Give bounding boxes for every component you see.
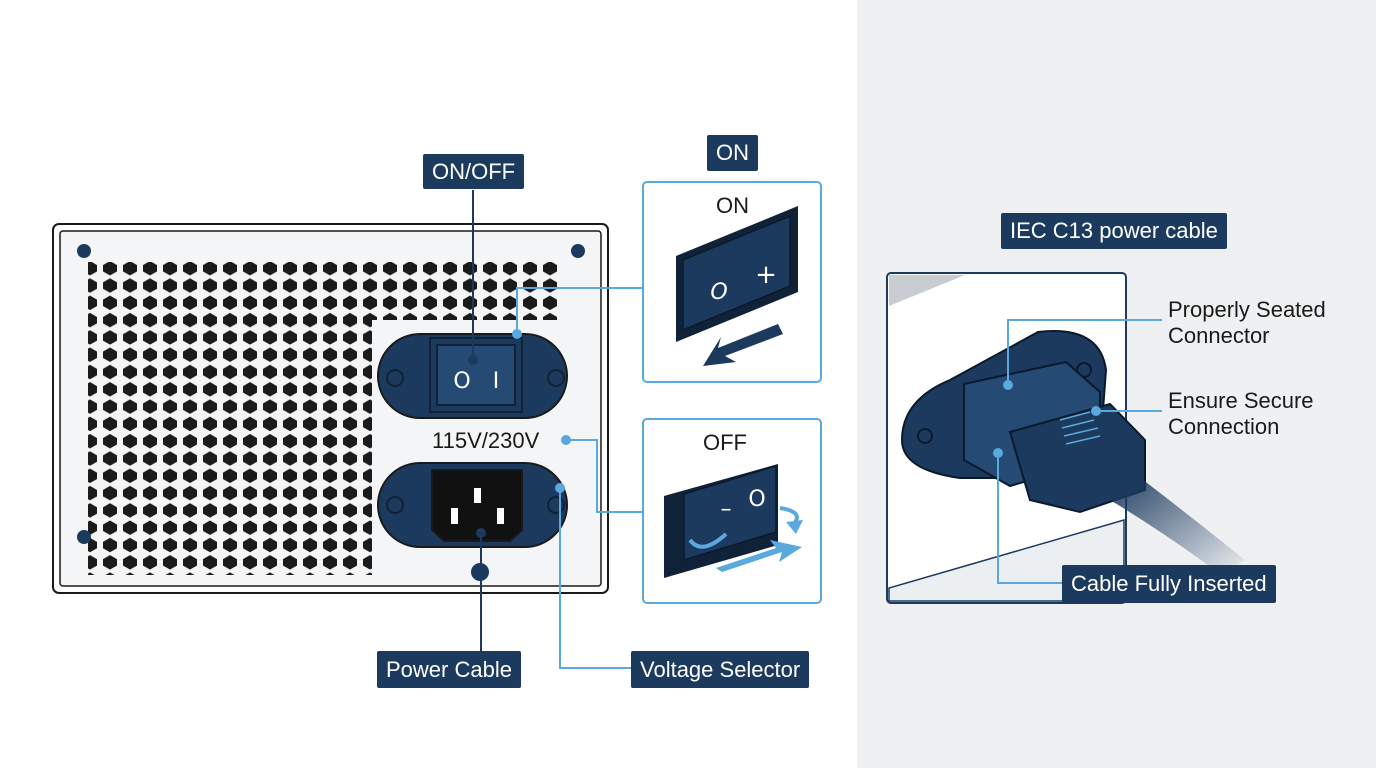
secure-label-line2: Connection (1168, 414, 1280, 439)
voltage-selector-label: Voltage Selector (631, 651, 810, 688)
on-off-label: ON/OFF (423, 154, 525, 189)
power-cable-label: Power Cable (377, 651, 521, 688)
switch-on-symbol: I (493, 369, 500, 394)
on-panel-title: ON (716, 193, 749, 218)
on-state-panel: O + (642, 181, 822, 383)
off-switch-symbol-off: – (721, 497, 732, 522)
vent-grille (88, 262, 560, 575)
seated-label-line2: Connector (1168, 323, 1270, 348)
voltage-text: 115V/230V (432, 428, 540, 453)
off-state-panel: – O (642, 418, 822, 604)
power-switch[interactable]: O I (377, 333, 568, 419)
on-header-label: ON (707, 135, 758, 171)
off-panel-title: OFF (703, 430, 747, 455)
leader-lines (468, 190, 643, 669)
secure-label-line1: Ensure Secure (1168, 388, 1314, 413)
seated-label-line1: Properly Seated (1168, 297, 1326, 322)
power-inlet[interactable] (377, 462, 568, 548)
on-switch-symbol-off: O (710, 280, 727, 305)
arrow-icon (716, 540, 802, 572)
arrow-icon (703, 324, 783, 366)
off-switch-symbol-on: O (748, 487, 765, 512)
fully-inserted-label: Cable Fully Inserted (1062, 565, 1276, 603)
iec-cable-title: IEC C13 power cable (1001, 213, 1227, 249)
on-switch-symbol-on: + (755, 260, 777, 290)
switch-off-symbol: O (453, 369, 470, 394)
screw-icon (77, 244, 585, 581)
